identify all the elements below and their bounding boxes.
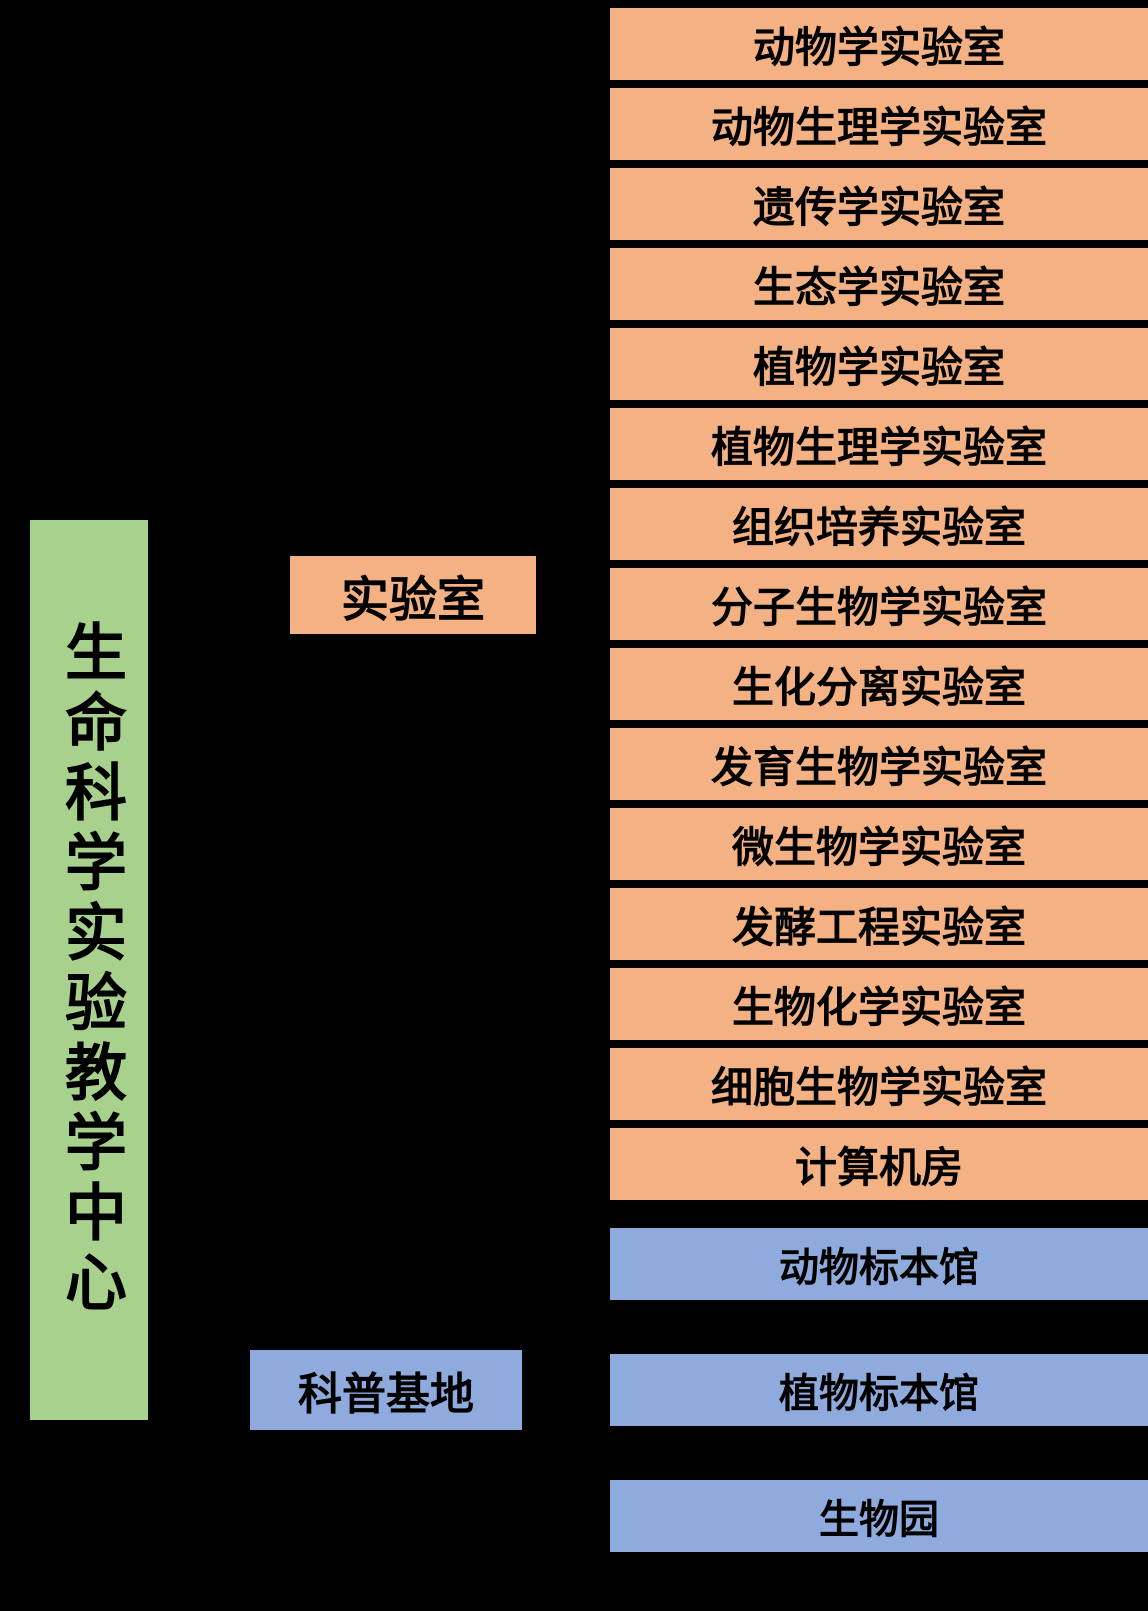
base-node: 植物标本馆 (610, 1354, 1148, 1426)
lab-node: 遗传学实验室 (610, 168, 1148, 240)
lab-node: 细胞生物学实验室 (610, 1048, 1148, 1120)
lab-node: 微生物学实验室 (610, 808, 1148, 880)
lab-node: 植物生理学实验室 (610, 408, 1148, 480)
lab-node: 生态学实验室 (610, 248, 1148, 320)
lab-node: 动物学实验室 (610, 8, 1148, 80)
lab-node: 分子生物学实验室 (610, 568, 1148, 640)
base-node: 动物标本馆 (610, 1228, 1148, 1300)
base-node: 生物园 (610, 1480, 1148, 1552)
lab-node: 植物学实验室 (610, 328, 1148, 400)
lab-node: 组织培养实验室 (610, 488, 1148, 560)
lab-node: 发酵工程实验室 (610, 888, 1148, 960)
lab-node: 发育生物学实验室 (610, 728, 1148, 800)
lab-node: 计算机房 (610, 1128, 1148, 1200)
lab-node: 动物生理学实验室 (610, 88, 1148, 160)
lab-node: 生物化学实验室 (610, 968, 1148, 1040)
category-node-laboratory: 实验室 (290, 556, 536, 634)
category-node-science-base: 科普基地 (250, 1350, 522, 1430)
lab-node: 生化分离实验室 (610, 648, 1148, 720)
root-node-life-science-center: 生命科学实验教学中心 (30, 520, 148, 1420)
